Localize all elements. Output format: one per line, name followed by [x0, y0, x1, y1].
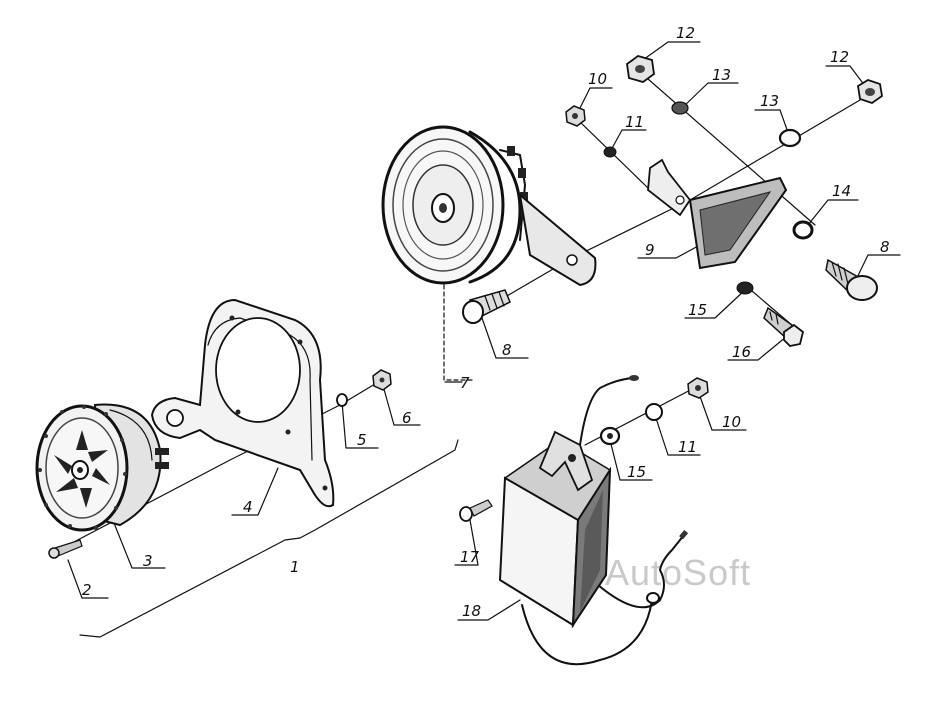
label-4: 4	[243, 498, 253, 516]
label-9: 9	[645, 241, 655, 259]
label-3: 3	[143, 552, 153, 570]
relay-18	[498, 375, 689, 666]
nut-12-left	[626, 55, 655, 83]
label-2: 2	[82, 581, 92, 599]
label-15-lower: 15	[627, 463, 646, 481]
label-10-top: 10	[588, 70, 607, 88]
label-5: 5	[357, 431, 367, 449]
mounting-plate-4	[150, 298, 335, 508]
label-11-top: 11	[625, 113, 644, 131]
washer-15-lower	[599, 426, 621, 446]
label-13-top: 13	[712, 66, 731, 84]
label-10-lower: 10	[722, 413, 741, 431]
nut-12-right	[857, 79, 883, 104]
screw-2	[48, 539, 83, 559]
screw-17	[459, 499, 493, 522]
bolt-8-right	[825, 258, 878, 301]
watermark: AutoSoft	[605, 552, 751, 593]
horn-3	[35, 403, 169, 532]
label-16: 16	[732, 343, 751, 361]
horn-7	[381, 125, 597, 287]
label-17: 17	[460, 548, 480, 566]
nut-6	[372, 369, 392, 391]
bracket-9	[647, 158, 788, 270]
nut-10-top	[565, 105, 586, 127]
nut-10-lower	[687, 377, 709, 399]
bolt-16	[763, 306, 805, 347]
label-8-right: 8	[880, 238, 890, 256]
label-1: 1	[290, 558, 300, 576]
washer-14	[792, 220, 814, 240]
washer-11-lower	[645, 403, 663, 421]
washer-13-top	[671, 101, 689, 115]
label-6: 6	[402, 409, 412, 427]
label-15-right: 15	[688, 301, 707, 319]
washer-11-top	[603, 146, 617, 158]
label-11-lower: 11	[678, 438, 697, 456]
label-13-right: 13	[760, 92, 779, 110]
label-12-right: 12	[830, 48, 849, 66]
label-18: 18	[462, 602, 481, 620]
washer-15-top	[736, 281, 754, 295]
label-7: 7	[460, 374, 470, 392]
bolt-8-left	[462, 289, 511, 324]
part-labels: 1 2 3 4 5 6 7 8 8 9 10 10 11 11 12 12 13…	[82, 24, 890, 620]
leader-lines	[67, 41, 901, 638]
label-8-left: 8	[502, 341, 512, 359]
washer-13-right	[778, 128, 802, 148]
washer-5	[336, 393, 348, 407]
label-12-left: 12	[676, 24, 695, 42]
label-14: 14	[832, 182, 851, 200]
